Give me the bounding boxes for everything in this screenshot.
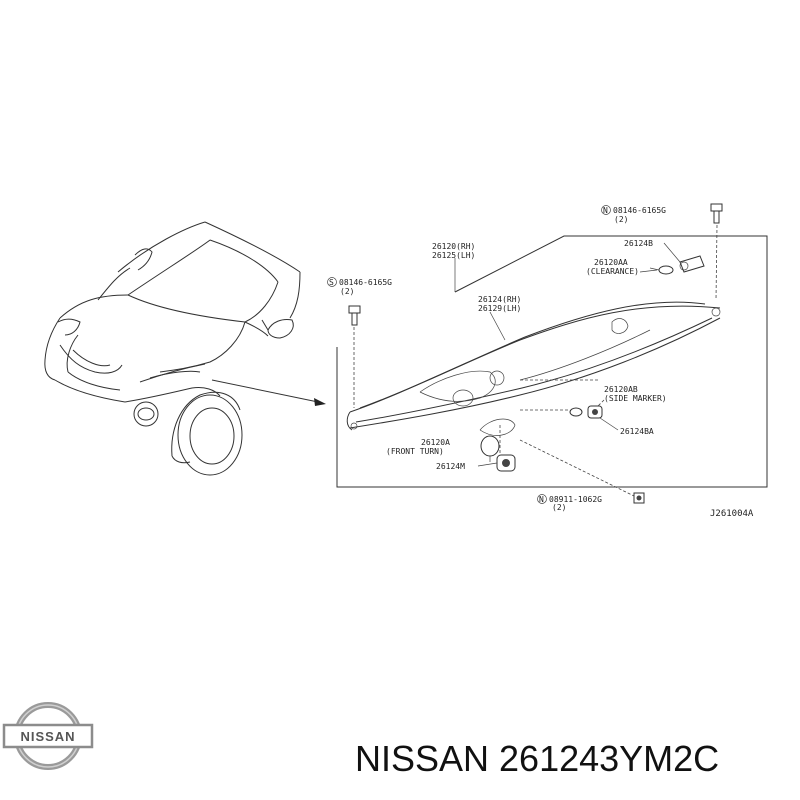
socket-26124ba-icon <box>587 405 603 419</box>
bulb-clearance-icon <box>649 265 674 275</box>
socket-b-label: 26124B <box>624 239 653 248</box>
bulb-ab-desc: (SIDE MARKER) <box>604 394 667 403</box>
lamp-sub-rh: 26124(RH) <box>478 295 521 304</box>
bulb-a-desc: (FRONT TURN) <box>386 447 444 456</box>
bolt-left-number: 08146-6165G <box>339 278 392 287</box>
lamp-sub-lh: 26129(LH) <box>478 304 521 313</box>
bulb-a-number: 26120A <box>421 438 450 447</box>
bulb-aa-number: 26120AA <box>594 258 628 267</box>
bulb-aa-desc: (CLEARANCE) <box>586 267 639 276</box>
bolt-upper-icon <box>710 203 723 301</box>
drawing-code: J261004A <box>710 509 754 519</box>
nut-number: 08911-1062G <box>549 495 602 504</box>
bolt-upper-number: 08146-6165G <box>613 206 666 215</box>
bolt-left-ref: S <box>329 278 334 287</box>
nissan-logo: NISSAN <box>2 702 94 770</box>
lamp-assy-rh: 26120(RH) <box>432 242 475 251</box>
bolt-upper-ref: N <box>603 206 608 215</box>
socket-26124b-icon <box>679 255 705 273</box>
bolt-upper-qty: (2) <box>614 215 628 224</box>
socket-ba-label: 26124BA <box>620 427 654 436</box>
socket-m-label: 26124M <box>436 462 465 471</box>
logo-text: NISSAN <box>20 729 75 744</box>
headlamp-assembly <box>346 301 721 436</box>
pointer-arrow <box>211 379 326 406</box>
car-sketch <box>44 221 301 476</box>
bolt-left-icon <box>348 305 361 408</box>
bulb-ab-number: 26120AB <box>604 385 638 394</box>
bulb-side-marker-icon <box>569 407 583 417</box>
part-labels: N 08146-6165G (2) S 08146-6165G (2) 2612… <box>327 205 754 519</box>
nut-ref: N <box>539 495 544 504</box>
bulb-front-turn-icon <box>480 435 500 462</box>
socket-26124m-icon <box>496 454 516 472</box>
nut-qty: (2) <box>552 503 566 512</box>
leader-lines <box>454 242 681 497</box>
lamp-assy-lh: 26125(LH) <box>432 251 475 260</box>
nut-icon <box>633 492 645 504</box>
part-number-caption: NISSAN 261243YM2C <box>355 738 720 779</box>
bolt-left-qty: (2) <box>340 287 354 296</box>
callout-frame <box>336 235 768 488</box>
